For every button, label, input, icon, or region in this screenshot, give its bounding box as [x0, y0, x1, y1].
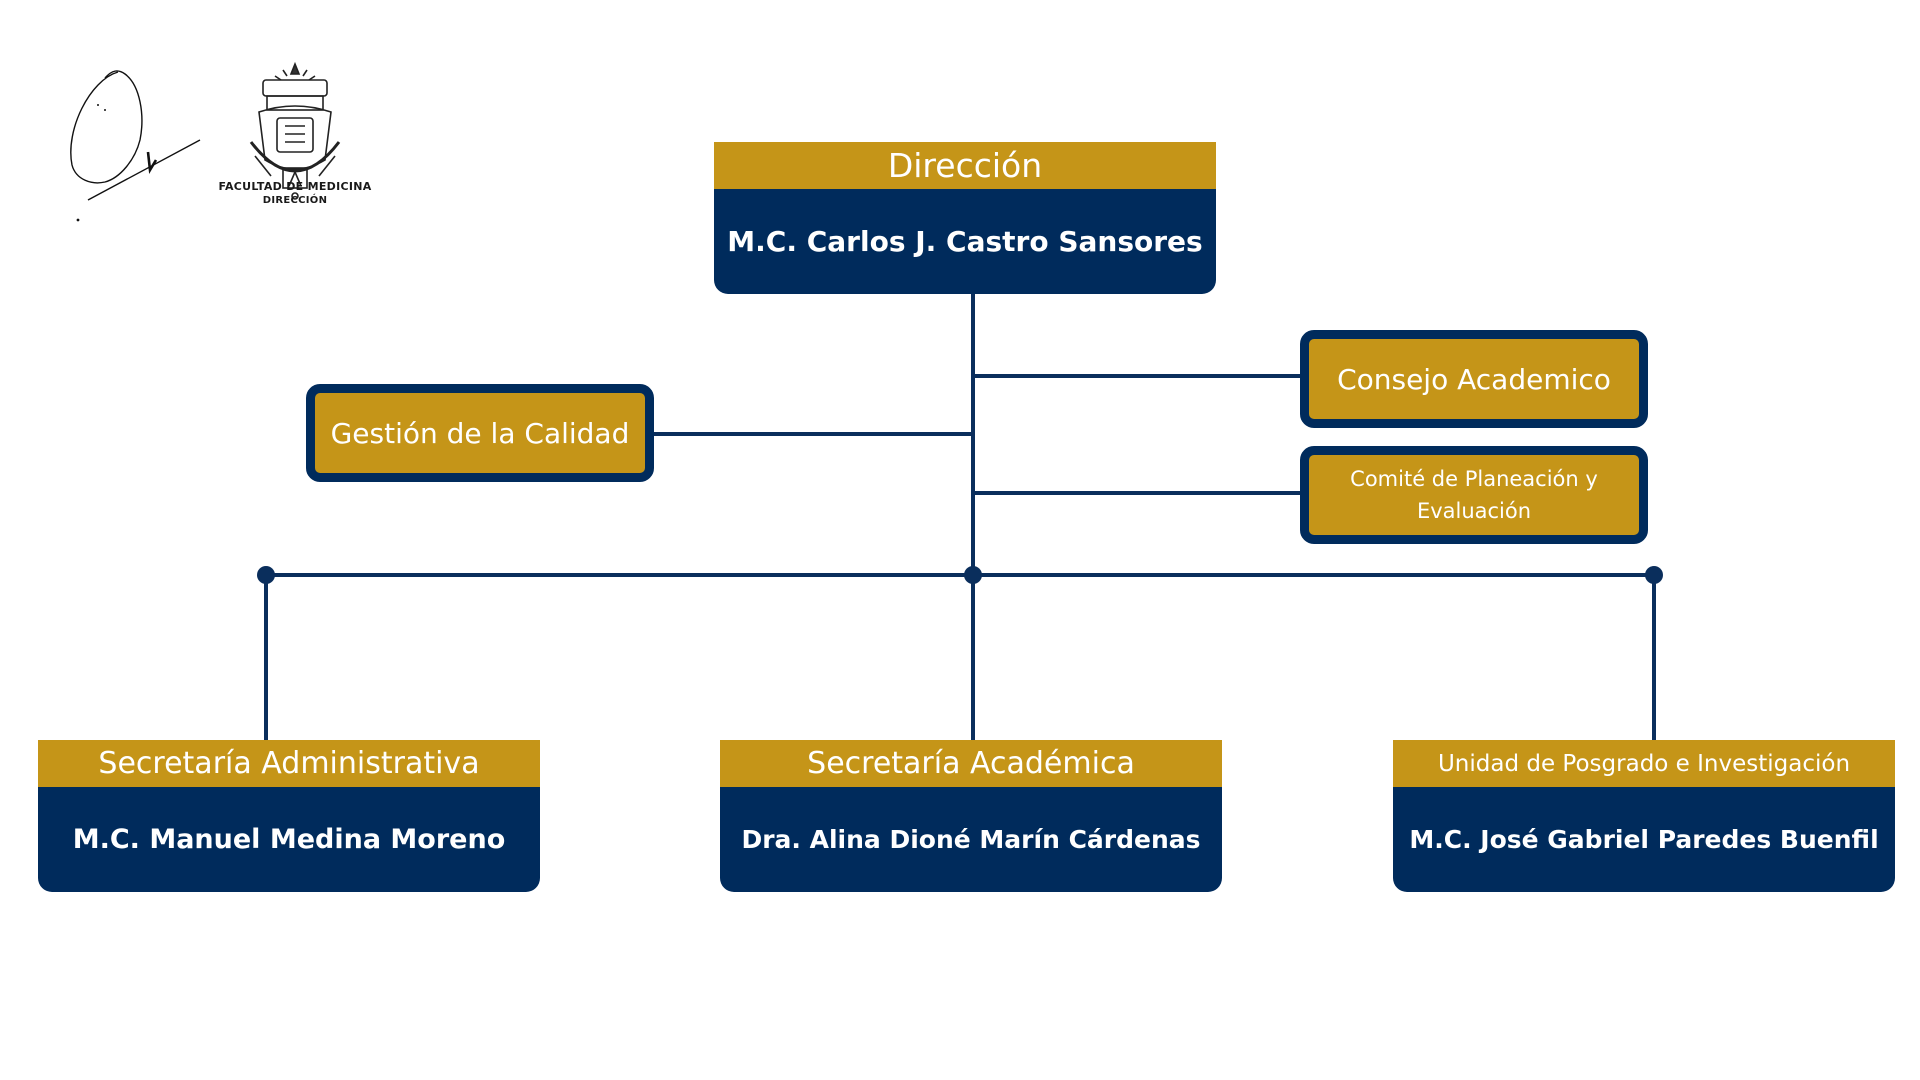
- direccion-title: Dirección: [714, 142, 1216, 189]
- secretaria-administrativa-card: Secretaría Administrativa M.C. Manuel Me…: [38, 740, 540, 892]
- secretaria-academica-name: Dra. Alina Dioné Marín Cárdenas: [720, 787, 1222, 892]
- comite-planeacion-box: Comité de Planeación y Evaluación: [1300, 446, 1648, 544]
- comite-planeacion-label-line1: Comité de Planeación y: [1350, 467, 1598, 491]
- posgrado-investigacion-card: Unidad de Posgrado e Investigación M.C. …: [1393, 740, 1895, 892]
- gestion-calidad-box: Gestión de la Calidad: [306, 384, 654, 482]
- junction-dot-center: [964, 566, 982, 584]
- direccion-card: Dirección M.C. Carlos J. Castro Sansores: [714, 142, 1216, 294]
- seal-caption-direccion: DIRECCIÓN: [262, 195, 328, 206]
- secretaria-administrativa-name: M.C. Manuel Medina Moreno: [38, 787, 540, 892]
- junction-dot-left: [257, 566, 275, 584]
- posgrado-investigacion-title: Unidad de Posgrado e Investigación: [1393, 740, 1895, 787]
- secretaria-administrativa-title: Secretaría Administrativa: [38, 740, 540, 787]
- university-seal-logo: [249, 61, 341, 200]
- signature-image: [70, 70, 201, 222]
- consejo-academico-box: Consejo Academico: [1300, 330, 1648, 428]
- gestion-calidad-label: Gestión de la Calidad: [330, 416, 630, 450]
- secretaria-academica-card: Secretaría Académica Dra. Alina Dioné Ma…: [720, 740, 1222, 892]
- comite-planeacion-label-line2: Evaluación: [1416, 499, 1532, 523]
- posgrado-investigacion-name: M.C. José Gabriel Paredes Buenfil: [1393, 787, 1895, 892]
- secretaria-academica-title: Secretaría Académica: [720, 740, 1222, 787]
- consejo-academico-label: Consejo Academico: [1337, 362, 1611, 396]
- direccion-name: M.C. Carlos J. Castro Sansores: [714, 189, 1216, 294]
- junction-dot-right: [1645, 566, 1663, 584]
- seal-caption-faculty: FACULTAD DE MEDICINA: [218, 180, 372, 193]
